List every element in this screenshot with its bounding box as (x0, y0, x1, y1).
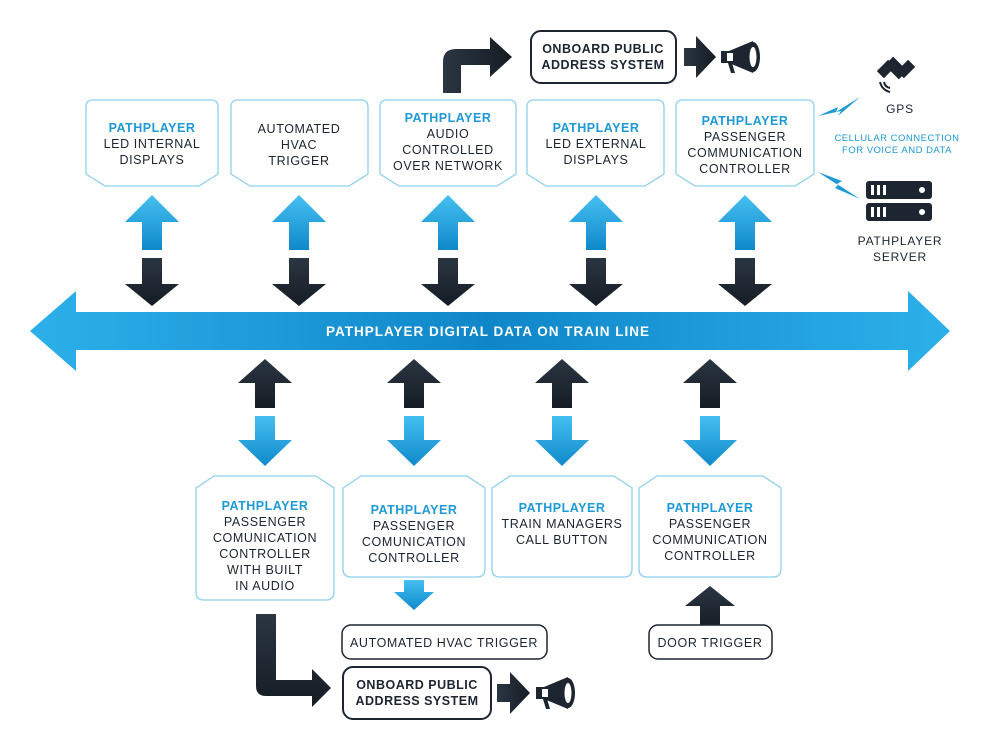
brand-label: PATHPLAYER (371, 503, 458, 517)
bottom-connector-4 (683, 359, 737, 466)
bottom-box-pcc-2: PATHPLAYER PASSENGER COMUNICATION CONTRO… (342, 475, 486, 578)
brand-label: PATHPLAYER (702, 114, 789, 128)
box-line: CONTROLLER (219, 547, 310, 561)
satellite-icon (876, 56, 916, 93)
box-line: CONTROLLER (368, 551, 459, 565)
brand-label: PATHPLAYER (553, 121, 640, 135)
top-connector-4 (569, 195, 623, 306)
box-line: LED INTERNAL (104, 137, 201, 151)
hvac-trigger-box: AUTOMATED HVAC TRIGGER (341, 624, 548, 660)
gps-label: GPS (886, 102, 914, 116)
box-line: COMMUNICATION (687, 146, 802, 160)
box-line: TRAIN MANAGERS (502, 517, 623, 531)
top-box-hvac-trigger: AUTOMATED HVAC TRIGGER (230, 99, 369, 187)
top-connector-1 (125, 195, 179, 306)
lightning-signal-icon (818, 97, 860, 116)
megaphone-icon (721, 41, 760, 73)
server-icon (866, 181, 932, 221)
door-trigger-label: DOOR TRIGGER (658, 636, 763, 650)
box-line: COMMUNICATION (652, 533, 767, 547)
bottom-connector-1 (238, 359, 292, 466)
box-line: TRIGGER (268, 154, 329, 168)
brand-label: PATHPLAYER (405, 111, 492, 125)
bottom-connector-2 (387, 359, 441, 466)
top-pa-arrow (684, 36, 716, 78)
box-line: PASSENGER (224, 515, 306, 529)
hvac-arrow (394, 580, 434, 610)
box-line: AUDIO (427, 127, 470, 141)
cellular-line: FOR VOICE AND DATA (842, 145, 952, 156)
box-line: CONTROLLED (402, 143, 493, 157)
bottom-pa-box: ONBOARD PUBLIC ADDRESS SYSTEM (342, 666, 492, 720)
megaphone-icon (536, 677, 575, 709)
brand-label: PATHPLAYER (519, 501, 606, 515)
pa-line: ADDRESS SYSTEM (542, 58, 665, 72)
box-line: DISPLAYS (563, 153, 628, 167)
box-line: COMUNICATION (362, 535, 466, 549)
bus-label: PATHPLAYER DIGITAL DATA ON TRAIN LINE (326, 324, 650, 339)
top-box-audio-network: PATHPLAYER AUDIO CONTROLLED OVER NETWORK (379, 99, 517, 187)
box-line: COMUNICATION (213, 531, 317, 545)
bottom-pa-arrow (497, 672, 530, 714)
box-line: PASSENGER (669, 517, 751, 531)
data-bus: PATHPLAYER DIGITAL DATA ON TRAIN LINE (30, 291, 950, 371)
box-line: CONTROLLER (664, 549, 755, 563)
box-line: IN AUDIO (235, 579, 295, 593)
pa-line: ADDRESS SYSTEM (356, 694, 479, 708)
box-line: DISPLAYS (119, 153, 184, 167)
box-line: HVAC (281, 138, 317, 152)
box-line: CONTROLLER (699, 162, 790, 176)
server-line: PATHPLAYER (858, 234, 943, 248)
hvac-trigger-label: AUTOMATED HVAC TRIGGER (350, 636, 538, 650)
pa-line: ONBOARD PUBLIC (542, 42, 664, 56)
bottom-box-pcc-4: PATHPLAYER PASSENGER COMMUNICATION CONTR… (638, 475, 782, 578)
bottom-box-pcc-audio: PATHPLAYER PASSENGER COMUNICATION CONTRO… (195, 475, 335, 601)
box-line: OVER NETWORK (393, 159, 503, 173)
bottom-connector-3 (535, 359, 589, 466)
door-trigger-arrow (685, 586, 735, 628)
box-line: LED EXTERNAL (546, 137, 647, 151)
top-pa-connector (443, 37, 512, 93)
box-line: PASSENGER (704, 130, 786, 144)
box-line: PASSENGER (373, 519, 455, 533)
top-pa-box: ONBOARD PUBLIC ADDRESS SYSTEM (530, 30, 677, 84)
bottom-pa-connector (256, 614, 331, 707)
door-trigger-box: DOOR TRIGGER (648, 624, 773, 660)
top-box-passenger-comm: PATHPLAYER PASSENGER COMMUNICATION CONTR… (675, 99, 815, 187)
top-connector-5 (718, 195, 772, 306)
top-connector-3 (421, 195, 475, 306)
brand-label: PATHPLAYER (222, 499, 309, 513)
server-line: SERVER (873, 250, 927, 264)
box-line: AUTOMATED (258, 122, 341, 136)
box-line: CALL BUTTON (516, 533, 608, 547)
cellular-line: CELLULAR CONNECTION (834, 133, 959, 144)
top-connector-2 (272, 195, 326, 306)
top-box-led-internal: PATHPLAYER LED INTERNAL DISPLAYS (85, 99, 219, 187)
brand-label: PATHPLAYER (109, 121, 196, 135)
bus-arrow (30, 291, 950, 371)
brand-label: PATHPLAYER (667, 501, 754, 515)
lightning-signal-icon (818, 172, 860, 199)
pa-line: ONBOARD PUBLIC (356, 678, 478, 692)
box-line: WITH BUILT (227, 563, 303, 577)
bottom-box-call-button: PATHPLAYER TRAIN MANAGERS CALL BUTTON (491, 475, 633, 578)
top-box-led-external: PATHPLAYER LED EXTERNAL DISPLAYS (526, 99, 665, 187)
